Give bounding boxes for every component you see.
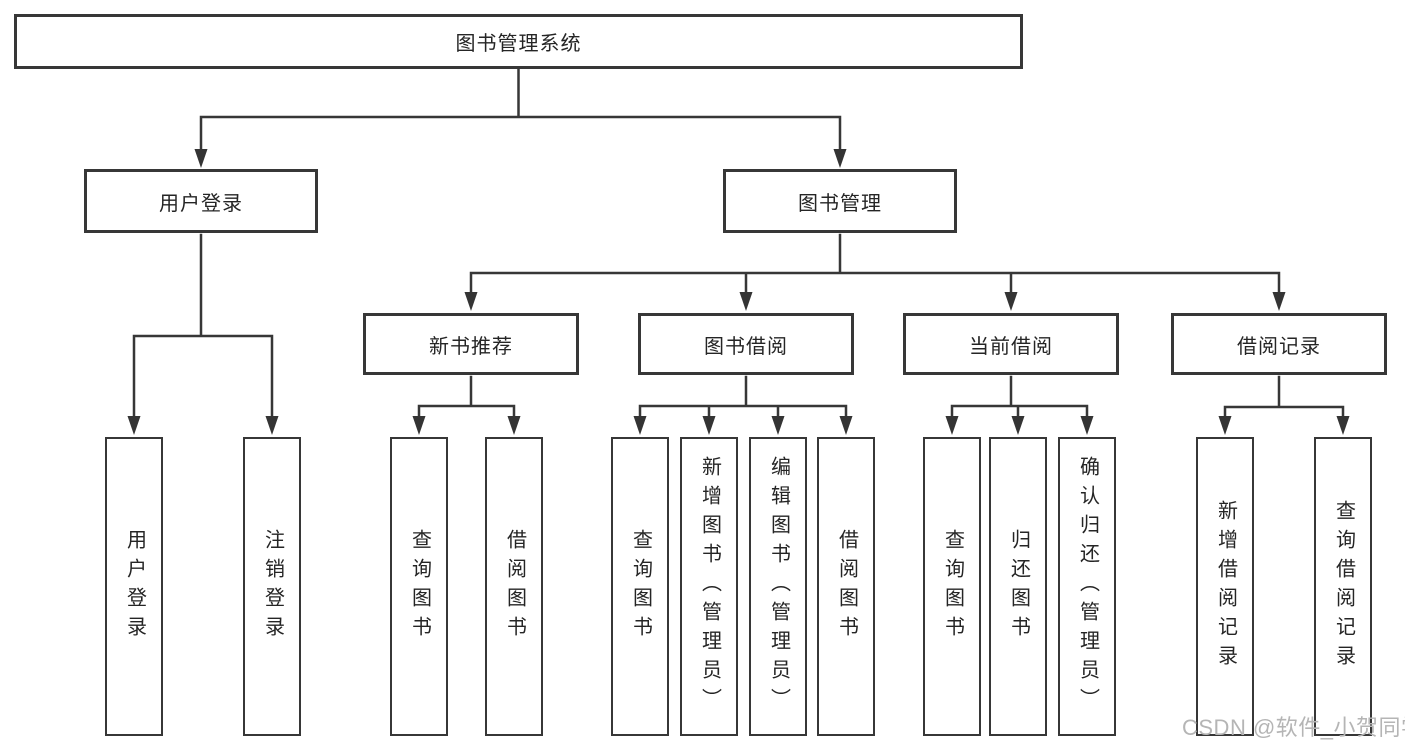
- node-root: 图书管理系统: [14, 14, 1023, 69]
- node-leaf-query-books-recommend: 查询图书: [390, 437, 448, 736]
- edge-current-to-leaves-arrowheads: [945, 416, 1094, 435]
- node-user-login-label: 用户登录: [159, 192, 243, 215]
- node-root-label: 图书管理系统: [455, 33, 582, 55]
- edge-login-to-leaves: [132, 233, 274, 419]
- node-user-login: 用户登录: [84, 169, 318, 233]
- edge-management-to-level3-arrowheads: [464, 292, 1286, 311]
- node-book-management: 图书管理: [723, 169, 957, 233]
- node-leaf-query-borrow-record-label: 查询借阅记录: [1332, 499, 1355, 674]
- node-leaf-logout: 注销登录: [243, 437, 301, 736]
- edge-borrow-to-leaves: [638, 375, 848, 419]
- node-leaf-query-books-recommend-label: 查询图书: [408, 528, 431, 645]
- edge-root-to-level2: [199, 66, 842, 152]
- node-new-book-recommend: 新书推荐: [363, 313, 579, 375]
- node-leaf-borrow-books-recommend-label: 借阅图书: [503, 528, 526, 645]
- node-leaf-borrow-books: 借阅图书: [817, 437, 875, 736]
- edge-records-to-leaves: [1223, 375, 1345, 419]
- edge-management-to-level3: [469, 233, 1281, 296]
- node-leaf-return-book: 归还图书: [989, 437, 1047, 736]
- node-leaf-query-books-current: 查询图书: [923, 437, 981, 736]
- node-borrow-records: 借阅记录: [1171, 313, 1387, 375]
- node-book-borrow: 图书借阅: [638, 313, 854, 375]
- node-leaf-edit-book-admin-label: 编辑图书（管理员）: [767, 456, 790, 717]
- node-book-management-label: 图书管理: [798, 192, 882, 215]
- edge-root-to-level2-arrowheads: [194, 149, 847, 168]
- node-current-borrow-label: 当前借阅: [969, 335, 1053, 358]
- edge-recommend-to-leaves-arrowheads: [412, 416, 521, 435]
- node-new-book-recommend-label: 新书推荐: [429, 335, 513, 358]
- node-leaf-add-book-admin: 新增图书（管理员）: [680, 437, 738, 736]
- edge-records-to-leaves-arrowheads: [1218, 416, 1350, 435]
- node-leaf-query-books-borrow-label: 查询图书: [629, 528, 652, 645]
- node-current-borrow: 当前借阅: [903, 313, 1119, 375]
- node-leaf-add-book-admin-label: 新增图书（管理员）: [698, 456, 721, 717]
- node-leaf-borrow-books-recommend: 借阅图书: [485, 437, 543, 736]
- node-leaf-user-login-label: 用户登录: [123, 528, 146, 645]
- node-borrow-records-label: 借阅记录: [1237, 335, 1321, 358]
- edge-borrow-to-leaves-arrowheads: [633, 416, 853, 435]
- node-leaf-confirm-return-admin-label: 确认归还（管理员）: [1076, 456, 1099, 717]
- node-leaf-logout-label: 注销登录: [261, 528, 284, 645]
- node-leaf-query-books-borrow: 查询图书: [611, 437, 669, 736]
- node-leaf-query-books-current-label: 查询图书: [941, 528, 964, 645]
- edge-current-to-leaves: [950, 375, 1089, 419]
- node-leaf-edit-book-admin: 编辑图书（管理员）: [749, 437, 807, 736]
- node-leaf-query-borrow-record: 查询借阅记录: [1314, 437, 1372, 736]
- node-leaf-confirm-return-admin: 确认归还（管理员）: [1058, 437, 1116, 736]
- node-leaf-return-book-label: 归还图书: [1007, 528, 1030, 645]
- node-leaf-user-login: 用户登录: [105, 437, 163, 736]
- node-leaf-add-borrow-record: 新增借阅记录: [1196, 437, 1254, 736]
- node-book-borrow-label: 图书借阅: [704, 335, 788, 358]
- node-leaf-borrow-books-label: 借阅图书: [835, 528, 858, 645]
- node-leaf-add-borrow-record-label: 新增借阅记录: [1214, 499, 1237, 674]
- edge-recommend-to-leaves: [417, 375, 516, 419]
- edge-login-to-leaves-arrowheads: [127, 416, 279, 435]
- watermark: CSDN @软件_小贺同学: [1182, 715, 1405, 740]
